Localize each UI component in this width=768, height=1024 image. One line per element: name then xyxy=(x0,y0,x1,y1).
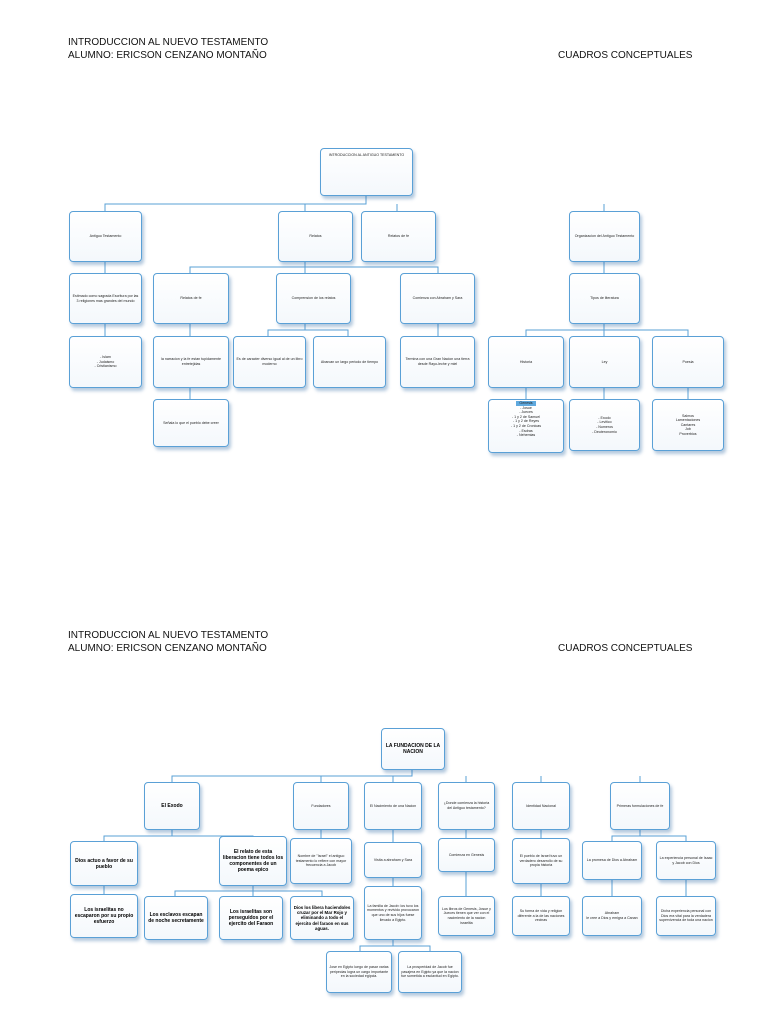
node2-exodo: El Exodo xyxy=(144,782,200,830)
node-religiones: - Islam - Judaismo - Cristianismo xyxy=(69,336,142,388)
node2-nacimiento: El Nacimiento de una Nacion xyxy=(364,782,422,830)
node-historia: Historia xyxy=(488,336,564,388)
node2-donde: ¿Donde comienza la historia del Antiguo … xyxy=(438,782,495,830)
node2-primeras: Primeras formulaciones de fe xyxy=(610,782,670,830)
node2-prosperidad: La prosperidad de Jacob fue pasajera en … xyxy=(398,951,462,993)
node2-experiencia: La experiencia personal de Isaac y Jacob… xyxy=(656,841,716,880)
page2-header-title: INTRODUCCION AL NUEVO TESTAMENTO xyxy=(68,630,269,641)
node-comprension: Comprension de los relatos xyxy=(276,273,351,324)
historia-books: - Josue - Jueces - 1 y 2 de Samuel - 1 y… xyxy=(510,405,542,438)
node2-abraham: Abraham le cree a Dios y emigra a Canan xyxy=(582,896,642,936)
node2-forma: Su forma de vida y religion diferente a … xyxy=(512,896,570,936)
node-relatos-fe-2: Relatos de fe xyxy=(153,273,229,324)
node-root: INTRODUCCION AL ANTIGUO TESTAMENTO xyxy=(320,148,413,196)
node2-pueblo: El pueblo de Israel tuvo un verdadero de… xyxy=(512,838,570,884)
node-caracter: Es de caracter diverso igual al de un li… xyxy=(233,336,306,388)
page1-header-title: INTRODUCCION AL NUEVO TESTAMENTO xyxy=(68,37,269,48)
node2-perseguidos: Los israelitas son perseguidos por el ej… xyxy=(219,896,283,940)
node-termina: Termina con una Gran Nacion una tierra d… xyxy=(400,336,475,388)
node2-fundadores: Fundadores xyxy=(293,782,349,830)
node-ley: Ley xyxy=(569,336,640,388)
node-comienza: Comienza con Abraham y Sara xyxy=(400,273,475,324)
node2-israelitas-no: Los israelitas no escaparon por su propi… xyxy=(70,894,138,938)
highlighted-book: Genesis xyxy=(516,401,536,406)
node-tipos-literatura: Tipos de literatura xyxy=(569,273,640,324)
node2-genesis: Comienza en Genesis xyxy=(438,838,495,872)
node2-root: LA FUNDACION DE LA NACION xyxy=(381,728,445,770)
node-estimado: Estimado como sagrada Escritura por las … xyxy=(69,273,142,324)
node-historia-list: Genesis - Josue - Jueces - 1 y 2 de Samu… xyxy=(488,399,564,453)
node-abarcan: Abarcan un largo periodo de tiempo xyxy=(313,336,386,388)
node2-familia: La familia de Jacob: los tuvo los moment… xyxy=(364,886,422,940)
node-relatos: Relatos xyxy=(278,211,353,262)
node-poesia: Poesia xyxy=(652,336,724,388)
node-ley-list: - Exodo - Levitico - Numeros - Deuterono… xyxy=(569,399,640,451)
node2-visita: Visita a abraham y Sara xyxy=(364,842,422,878)
node2-dicha: Dicha experiencia personal con Dios era … xyxy=(656,896,716,936)
node-relatos-de-fe: Relatos de fe xyxy=(361,211,436,262)
node2-esclavos: Los esclavos escapan de noche secretamen… xyxy=(144,896,208,940)
node-poesia-list: Salmos Lamentaciones Cantares Job Prover… xyxy=(652,399,724,451)
node2-nombre: Nombre de "Israel" el antiguo testamento… xyxy=(290,838,352,884)
node2-identidad: Identidad Nacional xyxy=(512,782,570,830)
node2-jose: Jose en Egipto luego de pasar varias per… xyxy=(326,951,392,993)
page1-header-student: ALUMNO: ERICSON CENZANO MONTAÑO xyxy=(68,50,267,61)
page2-header-right: CUADROS CONCEPTUALES xyxy=(558,643,693,654)
page1-header-right: CUADROS CONCEPTUALES xyxy=(558,50,693,61)
node2-relato: El relato de esta liberacion tiene todos… xyxy=(219,836,287,886)
node-narracion: la narracion y la fe estan tupidamente e… xyxy=(153,336,229,388)
page2-header-student: ALUMNO: ERICSON CENZANO MONTAÑO xyxy=(68,643,267,654)
node2-libros: Los libros de Genesis, Josue y Jueces ti… xyxy=(438,896,495,936)
node2-dios-libera: Dios los libera haciendoles cruzar por e… xyxy=(290,896,354,940)
node2-dios-actua: Dios actuo a favor de su pueblo xyxy=(70,841,138,886)
node2-promesa: La promesa de Dios a Abraham xyxy=(582,841,642,880)
node-antiguo-testamento: Antiguo Testamento xyxy=(69,211,142,262)
node-organizacion: Organizacion del Antiguo Testamento xyxy=(569,211,640,262)
node-senala: Señala lo que el pueblo debe creer xyxy=(153,399,229,447)
